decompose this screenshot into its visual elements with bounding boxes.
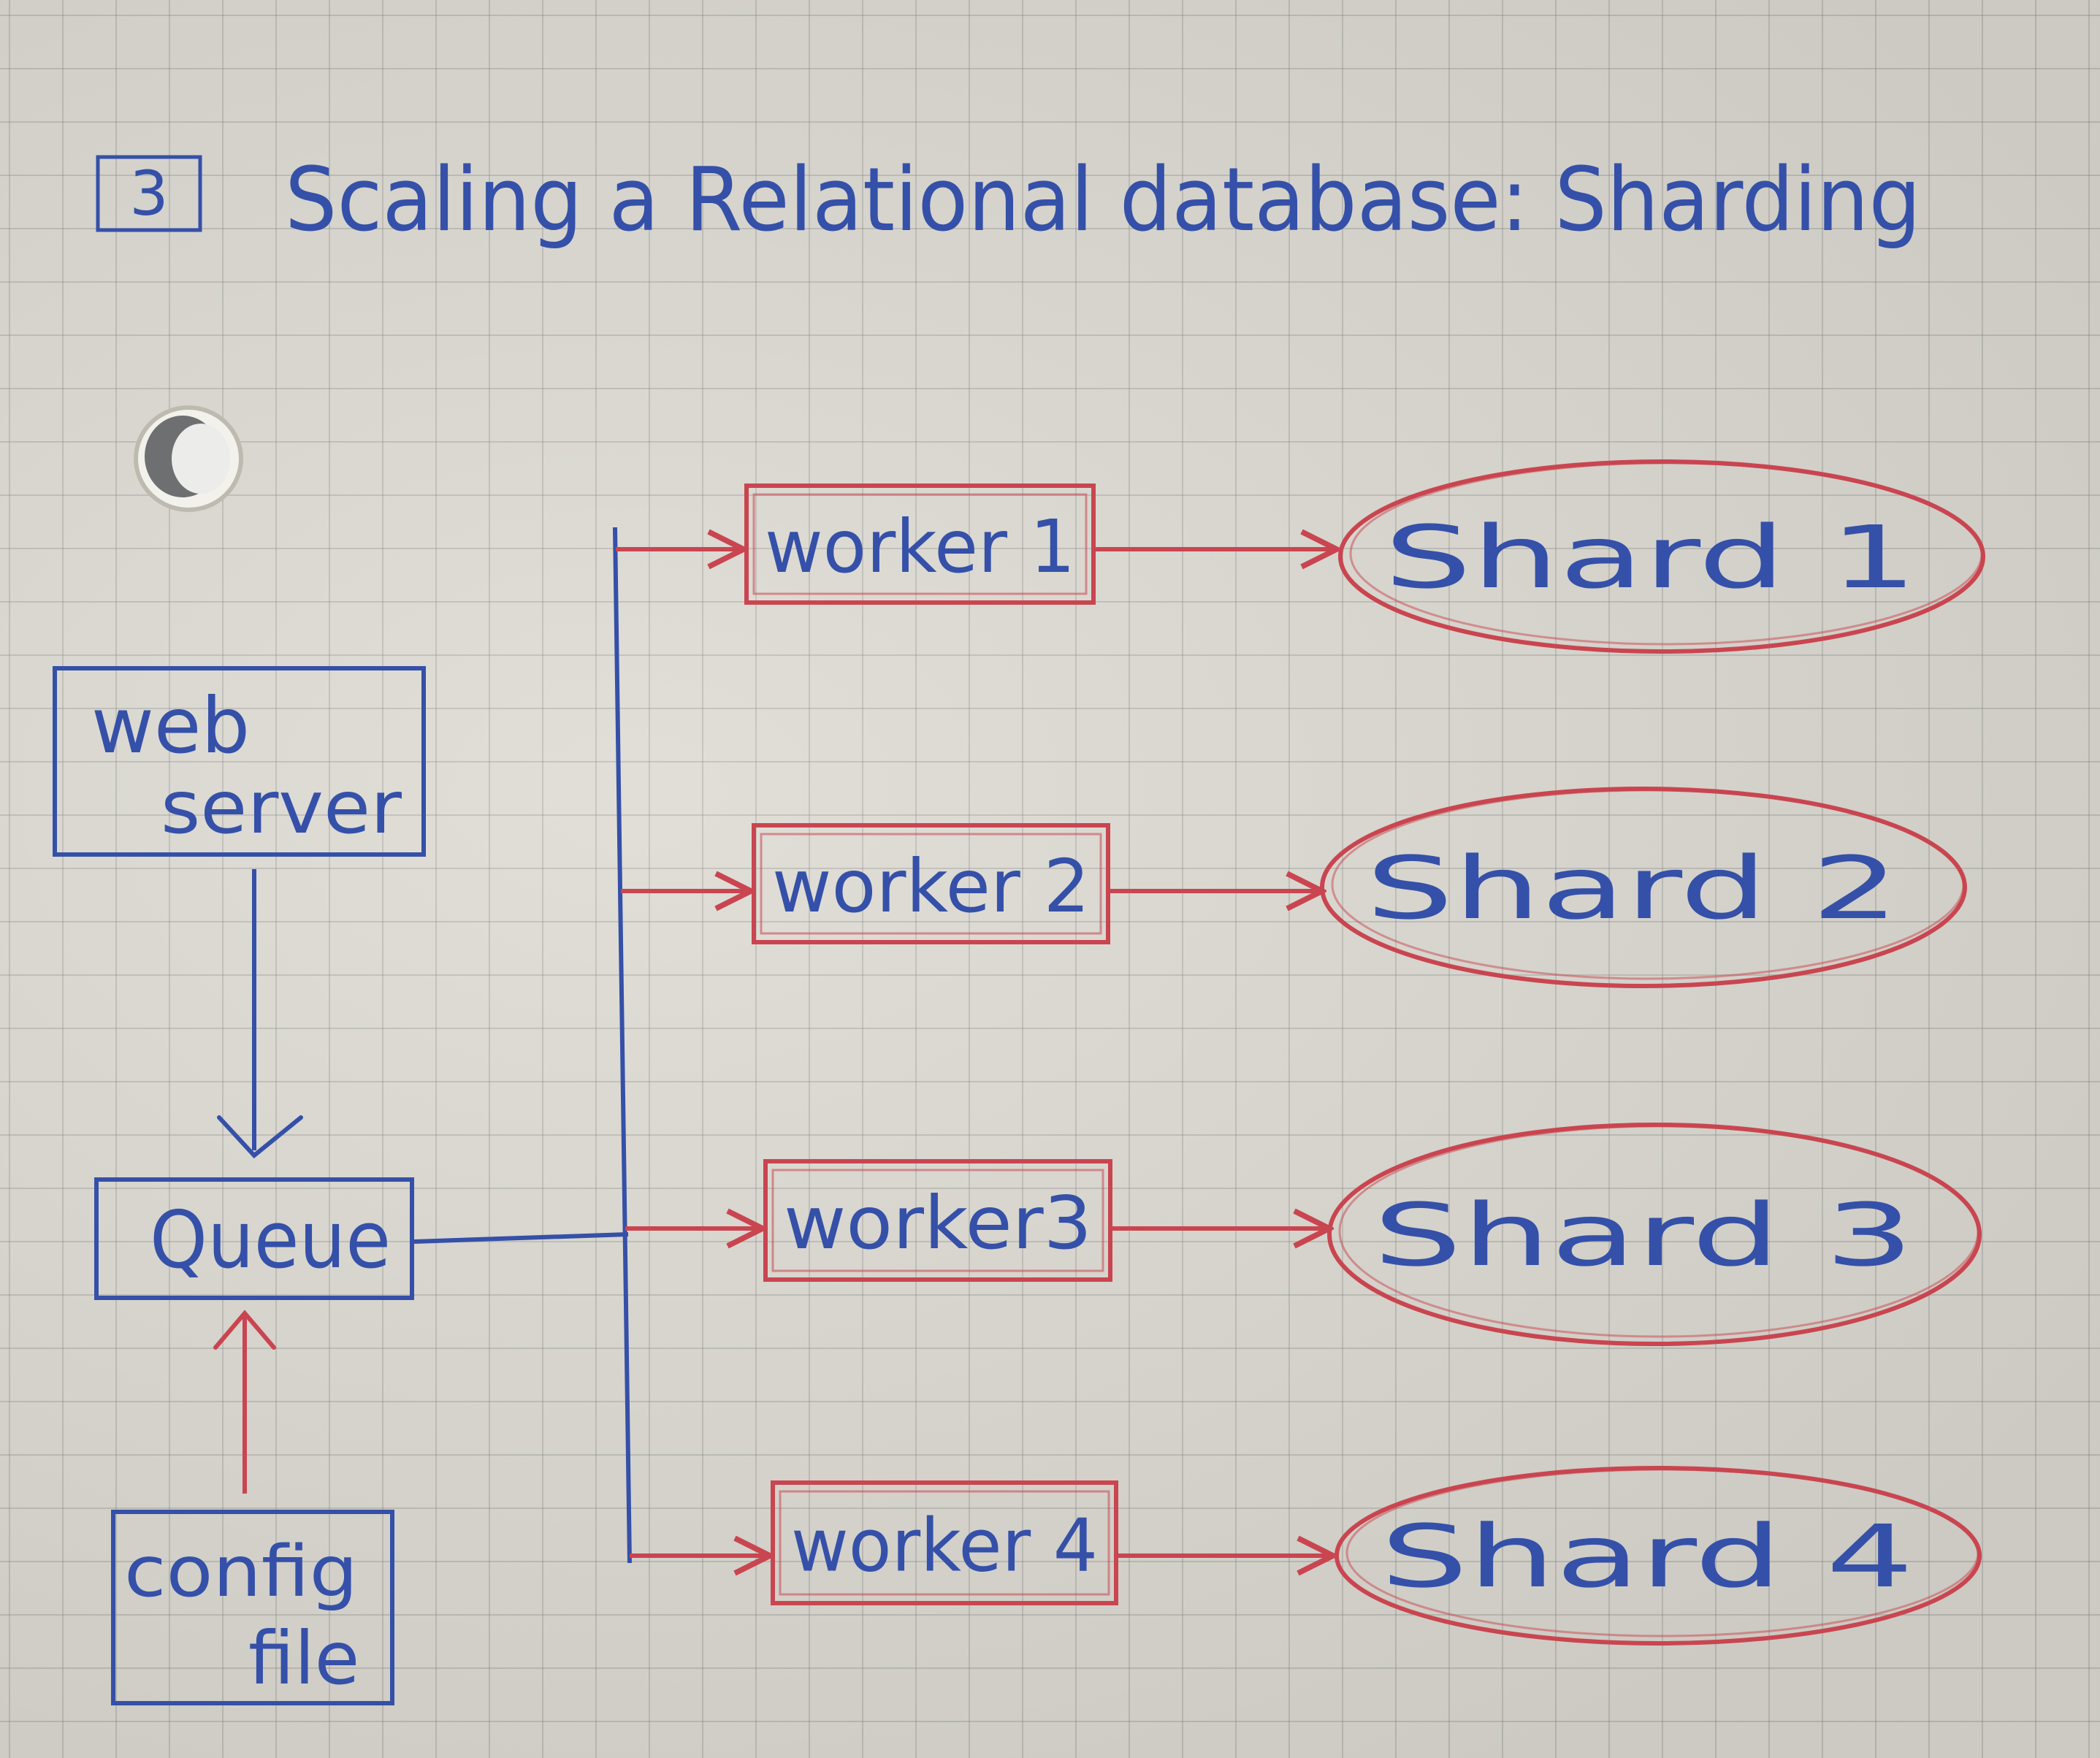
shard-label-4: Shard 4 bbox=[1381, 1506, 1914, 1607]
web-server-label-line2: server bbox=[161, 765, 402, 850]
shard-ellipse-inner-2 bbox=[1331, 789, 1965, 980]
config-file-label-line1: config bbox=[124, 1531, 358, 1613]
worker-box-inner-3 bbox=[771, 1169, 1104, 1272]
title-number: 3 bbox=[129, 158, 168, 229]
web-server-label-line1: web bbox=[91, 681, 250, 771]
worker-box-1 bbox=[744, 484, 1096, 605]
queue-label: Queue bbox=[150, 1195, 391, 1286]
worker-shard-row-3: worker3 Shard 3 bbox=[625, 1123, 1982, 1346]
edge-config-to-queue bbox=[213, 1310, 276, 1494]
worker-shard-row-2: worker 2 Shard 2 bbox=[621, 787, 1967, 988]
edge-queue-to-bus bbox=[413, 1232, 629, 1244]
shard-ellipse-2 bbox=[1320, 787, 1967, 988]
queue-node: Queue bbox=[94, 1177, 414, 1300]
web-server-node: web server bbox=[53, 666, 426, 857]
shard-ellipse-inner-3 bbox=[1338, 1125, 1979, 1338]
config-file-label-line2: file bbox=[248, 1616, 359, 1701]
shard-label-2: Shard 2 bbox=[1366, 838, 1899, 939]
page-title: Scaling a Relational database: Sharding bbox=[285, 150, 1921, 251]
shard-ellipse-inner-4 bbox=[1345, 1468, 1979, 1637]
edge-web-server-to-queue bbox=[217, 869, 303, 1159]
shard-ellipse-inner-1 bbox=[1349, 462, 1983, 646]
worker-box-4 bbox=[771, 1480, 1118, 1605]
worker-label-4: worker 4 bbox=[791, 1503, 1098, 1589]
worker-box-3 bbox=[763, 1159, 1112, 1282]
worker-box-2 bbox=[752, 823, 1110, 944]
worker-box-inner-4 bbox=[779, 1490, 1110, 1596]
shard-ellipse-4 bbox=[1335, 1466, 1982, 1646]
worker-box-inner-1 bbox=[752, 493, 1088, 595]
worker-label-2: worker 2 bbox=[772, 844, 1090, 929]
shard-ellipse-1 bbox=[1338, 459, 1985, 654]
distribution-bus bbox=[613, 527, 632, 1564]
worker-label-3: worker3 bbox=[784, 1180, 1092, 1266]
shard-label-1: Shard 1 bbox=[1384, 507, 1917, 608]
title: 3 Scaling a Relational database: Shardin… bbox=[96, 150, 1921, 251]
worker-shard-row-4: worker 4 Shard 4 bbox=[630, 1466, 1982, 1646]
config-file-node: config file bbox=[111, 1510, 394, 1705]
shard-ellipse-3 bbox=[1327, 1123, 1982, 1346]
worker-label-1: worker 1 bbox=[765, 504, 1075, 589]
title-number-box bbox=[96, 155, 202, 232]
shard-label-3: Shard 3 bbox=[1373, 1185, 1914, 1285]
worker-shard-row-1: worker 1 Shard 1 bbox=[616, 459, 1985, 654]
worker-box-inner-2 bbox=[760, 833, 1102, 935]
punch-hole bbox=[134, 405, 243, 512]
